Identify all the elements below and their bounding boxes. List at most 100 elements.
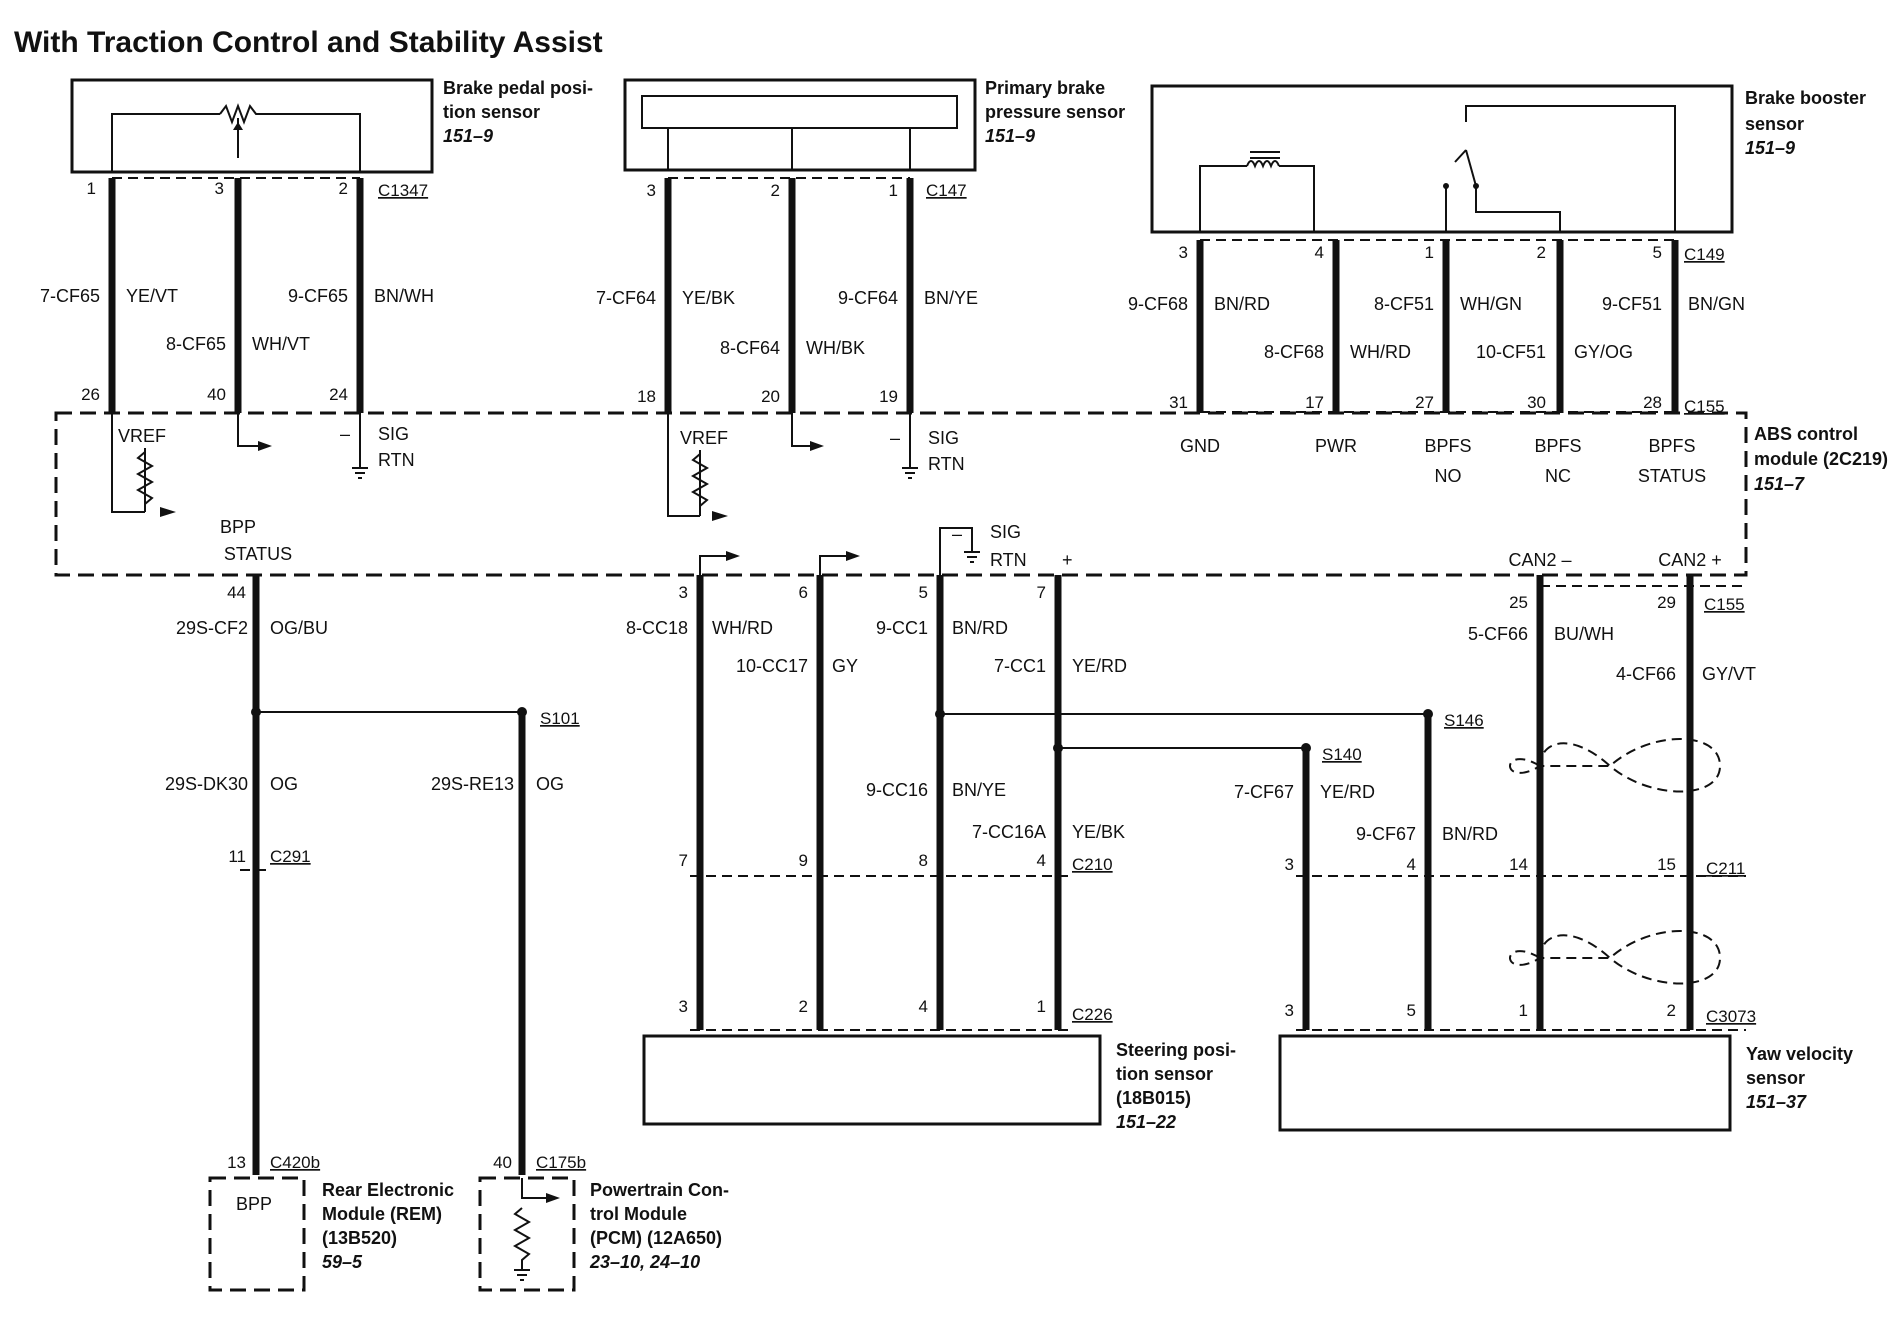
- connector-c155-bottom: C155: [1704, 595, 1745, 614]
- svg-text:14: 14: [1509, 855, 1528, 874]
- svg-text:1: 1: [1519, 1001, 1528, 1020]
- svg-text:BN/YE: BN/YE: [924, 288, 978, 308]
- wire-4-cf66: 29 4-CF66 GY/VT 15 2: [1616, 575, 1756, 1030]
- svg-text:(13B520): (13B520): [322, 1228, 397, 1248]
- svg-text:9-CF67: 9-CF67: [1356, 824, 1416, 844]
- abs-name-2: module (2C219): [1754, 449, 1888, 469]
- svg-text:9-CF51: 9-CF51: [1602, 294, 1662, 314]
- svg-text:28: 28: [1643, 393, 1662, 412]
- svg-text:OG: OG: [270, 774, 298, 794]
- abs-control-module: ABS control module (2C219) 151–7 VREF – …: [54, 411, 1888, 577]
- svg-text:Rear Electronic: Rear Electronic: [322, 1180, 454, 1200]
- svg-text:2: 2: [339, 179, 348, 198]
- connector-c291: C291: [270, 847, 311, 866]
- wire-9-cf67: 9-CF67 BN/RD 4 5: [1356, 714, 1498, 1030]
- abs-bpfs-2: BPFS: [1534, 436, 1581, 456]
- wire-5-cf66: 25 5-CF66 BU/WH 14 1: [1468, 575, 1614, 1030]
- connector-c420b: C420b: [270, 1153, 320, 1172]
- wire-7-cc16a: 7-CC16A YE/BK 4 1: [972, 748, 1125, 1030]
- connector-c1347: C1347: [378, 181, 428, 200]
- svg-text:4: 4: [1315, 243, 1324, 262]
- svg-text:YE/RD: YE/RD: [1072, 656, 1127, 676]
- wire-7-cf65: 1 26 7-CF65 YE/VT: [40, 178, 178, 413]
- svg-text:sensor: sensor: [1746, 1068, 1805, 1088]
- svg-text:5: 5: [1407, 1001, 1416, 1020]
- abs-plus-3: +: [1062, 550, 1073, 570]
- brake-booster-ref: 151–9: [1745, 138, 1795, 158]
- svg-text:5: 5: [919, 583, 928, 602]
- wire-8-cf51: 1 27 8-CF51 WH/GN: [1374, 240, 1522, 413]
- svg-text:18: 18: [637, 387, 656, 406]
- brake-booster-name-2: sensor: [1745, 114, 1804, 134]
- svg-text:40: 40: [207, 385, 226, 404]
- brake-pedal-ref: 151–9: [443, 126, 493, 146]
- svg-text:GY/OG: GY/OG: [1574, 342, 1633, 362]
- svg-text:9-CC1: 9-CC1: [876, 618, 928, 638]
- svg-text:BN/YE: BN/YE: [952, 780, 1006, 800]
- wire-29s-cf2: 44 29S-CF2 OG/BU: [176, 575, 328, 712]
- svg-text:29: 29: [1657, 593, 1676, 612]
- connector-c155-top: C155: [1684, 397, 1725, 416]
- svg-text:GY/VT: GY/VT: [1702, 664, 1756, 684]
- wire-10-cc17: 6 10-CC17 GY 9 2: [736, 575, 858, 1030]
- svg-text:13: 13: [227, 1153, 246, 1172]
- svg-text:2: 2: [771, 181, 780, 200]
- svg-text:4: 4: [1407, 855, 1416, 874]
- abs-sig-2: SIG: [928, 428, 959, 448]
- svg-text:2: 2: [799, 997, 808, 1016]
- abs-sig-1: SIG: [378, 424, 409, 444]
- svg-text:15: 15: [1657, 855, 1676, 874]
- abs-bpfs-3: BPFS: [1648, 436, 1695, 456]
- svg-text:5: 5: [1653, 243, 1662, 262]
- svg-text:27: 27: [1415, 393, 1434, 412]
- svg-text:3: 3: [1285, 1001, 1294, 1020]
- svg-text:44: 44: [227, 583, 246, 602]
- connector-c175b: C175b: [536, 1153, 586, 1172]
- abs-can2-minus: CAN2 –: [1508, 550, 1571, 570]
- svg-text:9-CF68: 9-CF68: [1128, 294, 1188, 314]
- svg-text:10-CF51: 10-CF51: [1476, 342, 1546, 362]
- svg-text:23–10, 24–10: 23–10, 24–10: [589, 1252, 700, 1272]
- svg-text:3: 3: [679, 997, 688, 1016]
- svg-text:BN/RD: BN/RD: [952, 618, 1008, 638]
- abs-name-1: ABS control: [1754, 424, 1858, 444]
- svg-text:8: 8: [919, 851, 928, 870]
- abs-bpfs-1: BPFS: [1424, 436, 1471, 456]
- svg-text:4: 4: [1037, 851, 1046, 870]
- svg-text:OG/BU: OG/BU: [270, 618, 328, 638]
- connector-c147: C147: [926, 181, 967, 200]
- svg-text:7-CF67: 7-CF67: [1234, 782, 1294, 802]
- yaw-velocity-sensor: Yaw velocity sensor 151–37: [1278, 1034, 1853, 1132]
- brake-pedal-name-2: tion sensor: [443, 102, 540, 122]
- connector-c211: C211: [1706, 859, 1745, 878]
- svg-text:WH/BK: WH/BK: [806, 338, 865, 358]
- wire-29s-re13: 29S-RE13 OG 40 C175b: [431, 712, 586, 1175]
- svg-text:4: 4: [919, 997, 928, 1016]
- svg-text:BN/RD: BN/RD: [1214, 294, 1270, 314]
- svg-text:YE/RD: YE/RD: [1320, 782, 1375, 802]
- svg-text:7: 7: [679, 851, 688, 870]
- abs-status: STATUS: [1638, 466, 1706, 486]
- connector-c149: C149: [1684, 245, 1725, 264]
- svg-text:8-CF65: 8-CF65: [166, 334, 226, 354]
- svg-text:trol Module: trol Module: [590, 1204, 687, 1224]
- diagram-title: With Traction Control and Stability Assi…: [14, 26, 603, 59]
- svg-text:4-CF66: 4-CF66: [1616, 664, 1676, 684]
- rem-bpp: BPP: [236, 1194, 272, 1214]
- wire-7-cf67: 7-CF67 YE/RD 3 3: [1234, 748, 1375, 1030]
- wire-10-cf51: 2 30 10-CF51 GY/OG: [1476, 240, 1633, 413]
- svg-text:YE/VT: YE/VT: [126, 286, 178, 306]
- svg-text:151–37: 151–37: [1746, 1092, 1807, 1112]
- svg-text:1: 1: [1425, 243, 1434, 262]
- svg-text:3: 3: [679, 583, 688, 602]
- abs-no: NO: [1435, 466, 1462, 486]
- svg-text:8-CF51: 8-CF51: [1374, 294, 1434, 314]
- connector-c210: C210: [1072, 855, 1113, 874]
- brake-booster-name-1: Brake booster: [1745, 88, 1866, 108]
- abs-nc: NC: [1545, 466, 1571, 486]
- wire-8-cf64: 2 20 8-CF64 WH/BK: [720, 178, 865, 413]
- abs-pwr: PWR: [1315, 436, 1357, 456]
- svg-text:BN/WH: BN/WH: [374, 286, 434, 306]
- abs-minus-1: –: [340, 424, 350, 444]
